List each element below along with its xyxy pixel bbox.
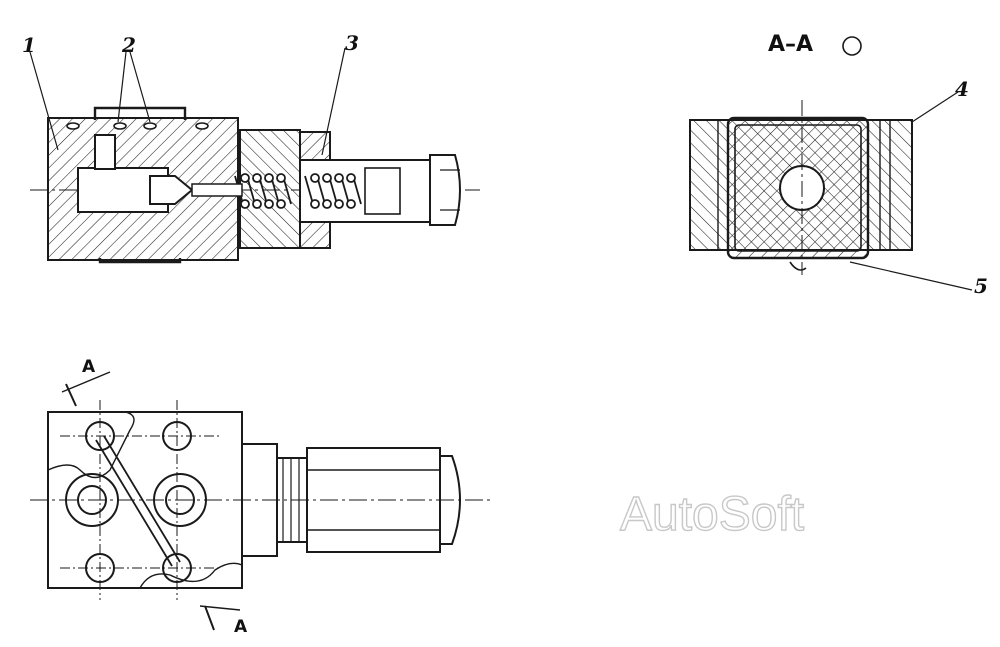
callout-3: 3 bbox=[345, 31, 359, 55]
section-title: A–A bbox=[768, 32, 813, 57]
callout-1: 1 bbox=[22, 33, 36, 57]
valve-top-view bbox=[30, 371, 490, 631]
watermark-text: AutoSoft bbox=[620, 488, 804, 541]
seal-rings bbox=[66, 122, 209, 130]
section-mark-top: A bbox=[82, 357, 96, 377]
callout-5: 5 bbox=[974, 274, 988, 298]
callout-2: 2 bbox=[121, 33, 136, 57]
section-a-a-view bbox=[689, 91, 973, 291]
rotation-symbol bbox=[842, 36, 862, 56]
valve-longitudinal-section bbox=[29, 47, 480, 264]
callout-4: 4 bbox=[955, 77, 969, 101]
section-mark-bottom: A bbox=[234, 617, 248, 637]
spring bbox=[234, 173, 362, 209]
